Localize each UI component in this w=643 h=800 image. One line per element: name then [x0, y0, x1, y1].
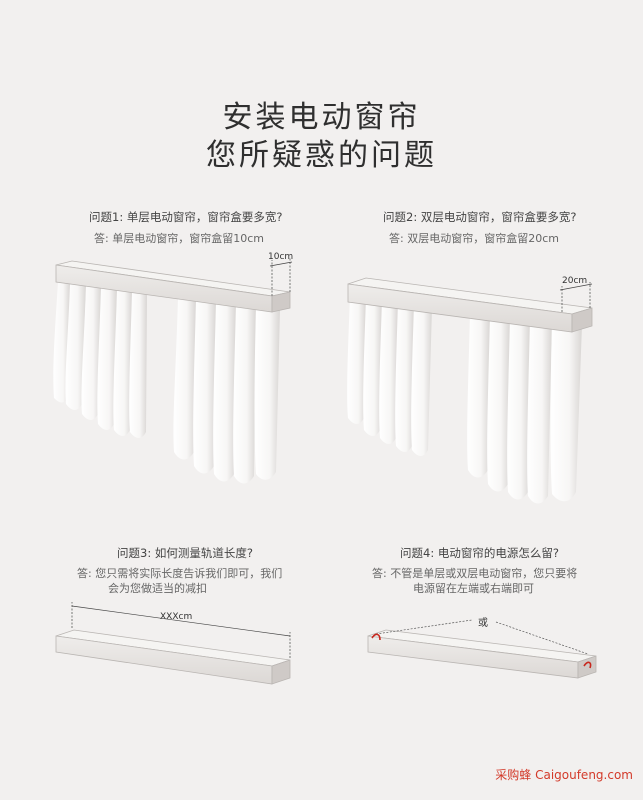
track-box-length — [55, 629, 291, 685]
dimension-20cm-lines — [559, 282, 593, 312]
power-marker-left — [371, 633, 381, 641]
dimension-10cm-lines — [269, 258, 293, 296]
answer-3-line-1: 答: 您只需将实际长度告诉我们即可，我们 — [77, 567, 283, 580]
question-2: 问题2: 双层电动窗帘，窗帘盒要多宽? — [383, 210, 577, 224]
power-indicator-lines — [375, 619, 589, 655]
curtain-panel-left — [53, 282, 147, 438]
power-box — [367, 629, 597, 679]
dimension-label-20cm: 20cm — [562, 276, 588, 286]
page-title: 安装电动窗帘 — [222, 100, 421, 135]
power-marker-right — [583, 661, 592, 669]
answer-1: 答: 单层电动窗帘，窗帘盒留10cm — [94, 232, 264, 245]
answer-4-line-2: 电源留在左端或右端即可 — [413, 582, 534, 595]
dimension-length-lines — [71, 602, 291, 658]
curtain-panel-right — [173, 298, 280, 484]
label-or: 或 — [478, 618, 488, 629]
answer-4-line-1: 答: 不管是单层或双层电动窗帘，您只要将 — [372, 567, 578, 580]
answer-3-line-2: 会为您做适当的减扣 — [108, 582, 207, 595]
dimension-label-10cm: 10cm — [268, 252, 294, 262]
question-3: 问题3: 如何测量轨道长度? — [117, 546, 253, 560]
watermark: 采购蜂 Caigoufeng.com — [495, 768, 633, 782]
page-subtitle: 您所疑惑的问题 — [206, 138, 437, 173]
curtain-box-single — [55, 260, 291, 313]
question-1: 问题1: 单层电动窗帘，窗帘盒要多宽? — [89, 210, 283, 224]
curtain-panels-back — [347, 296, 432, 456]
question-4: 问题4: 电动窗帘的电源怎么留? — [400, 546, 559, 560]
curtain-panels-front — [467, 314, 582, 504]
curtain-box-double — [347, 277, 593, 333]
answer-2: 答: 双层电动窗帘，窗帘盒留20cm — [389, 232, 559, 245]
dimension-label-length: XXXcm — [160, 612, 193, 622]
